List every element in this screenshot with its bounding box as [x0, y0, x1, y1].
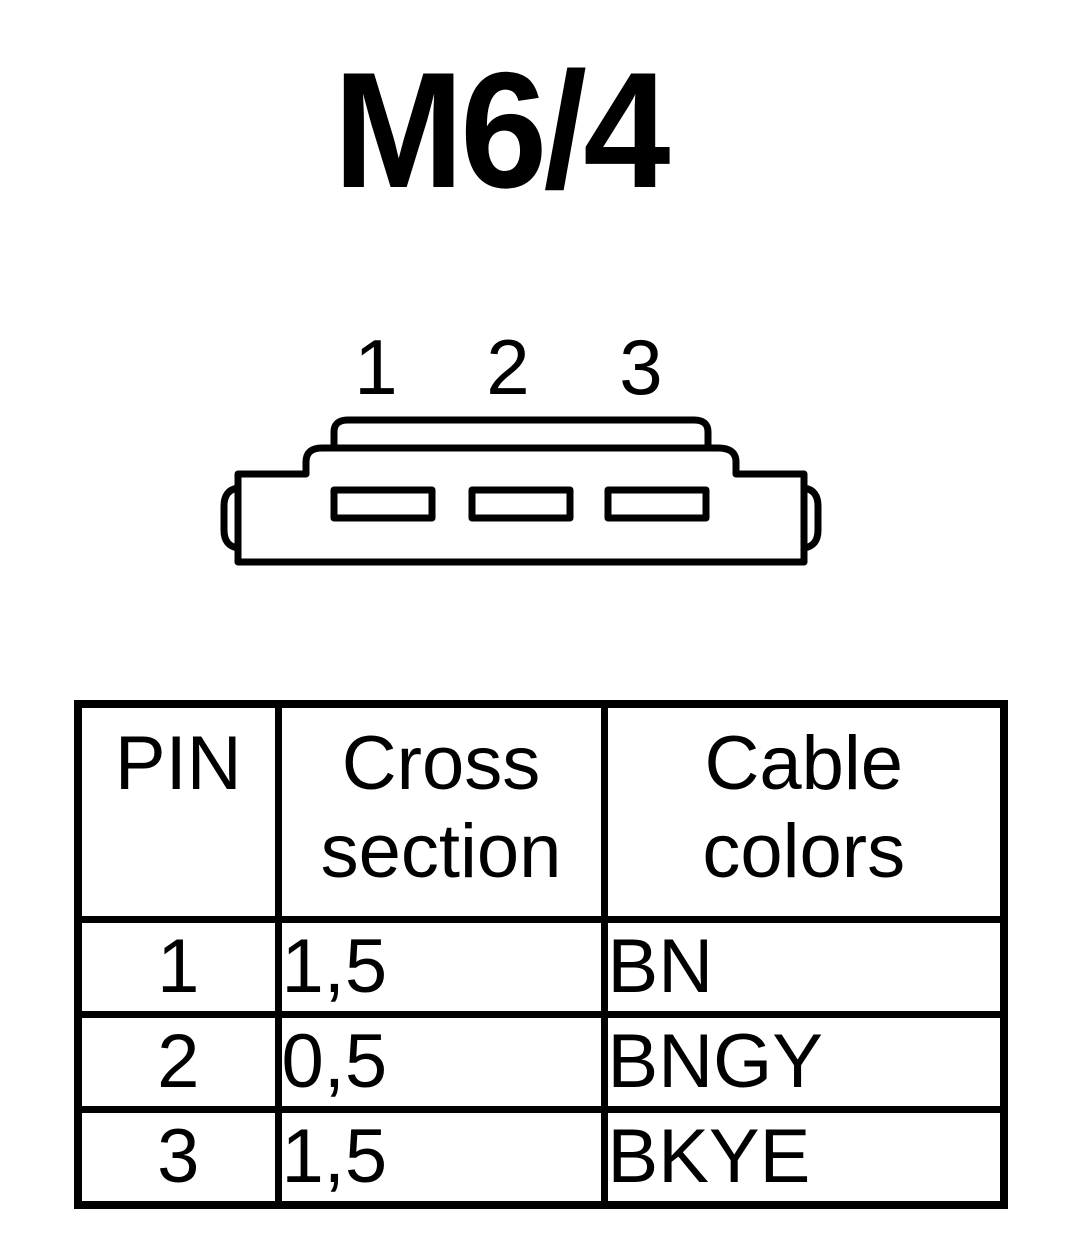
table-row: 3 1,5 BKYE — [74, 1106, 1008, 1209]
table-header-row: PIN Cross section Cable colors — [74, 700, 1008, 923]
pin-slot-2 — [468, 486, 574, 522]
connector-housing — [234, 444, 808, 566]
table-row: 2 0,5 BNGY — [74, 1011, 1008, 1113]
header-line: colors — [702, 809, 906, 894]
cell-pin: 2 — [74, 1011, 282, 1113]
pin-number-label: 3 — [619, 323, 663, 411]
header-line: Cable — [704, 721, 904, 806]
pin-assignment-table: PIN Cross section Cable colors 1 1,5 BN … — [74, 700, 1008, 1209]
pin-number-label: 1 — [354, 323, 398, 411]
cell-cross-section: 0,5 — [274, 1011, 608, 1113]
pin-slot-3 — [604, 486, 710, 522]
cell-cross-section: 1,5 — [274, 1106, 608, 1209]
connector-top-key — [330, 416, 712, 448]
cell-cable-color: BNGY — [600, 1011, 1008, 1113]
header-line: PIN — [114, 721, 242, 806]
connector-left-latch — [220, 484, 239, 552]
page-title: M6/4 — [333, 38, 670, 222]
cell-pin: 1 — [74, 916, 282, 1018]
pin-number-label: 2 — [486, 323, 530, 411]
header-line: Cross — [341, 721, 541, 806]
cell-pin: 3 — [74, 1106, 282, 1209]
header-line: section — [320, 809, 562, 894]
cell-cable-color: BN — [600, 916, 1008, 1018]
header-cable-colors: Cable colors — [600, 700, 1008, 923]
connector-right-latch — [803, 484, 822, 552]
cell-cross-section: 1,5 — [274, 916, 608, 1018]
header-pin: PIN — [74, 700, 282, 923]
table-row: 1 1,5 BN — [74, 916, 1008, 1018]
pin-slot-1 — [330, 486, 436, 522]
cell-cable-color: BKYE — [600, 1106, 1008, 1209]
header-cross-section: Cross section — [274, 700, 608, 923]
